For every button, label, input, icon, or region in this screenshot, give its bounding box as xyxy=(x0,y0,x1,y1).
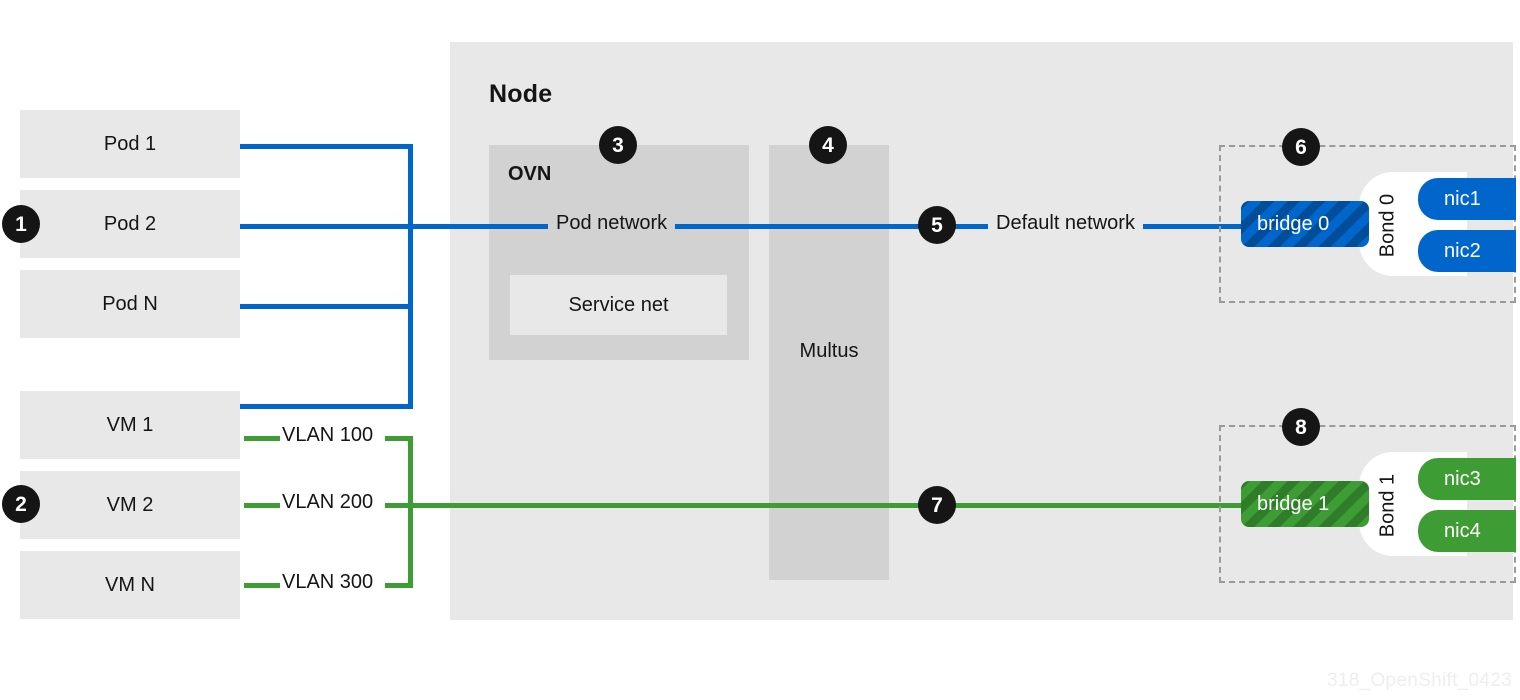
vlan-label-200: VLAN 200 xyxy=(282,491,374,514)
badge-7[interactable]: 7 xyxy=(918,486,956,524)
bridge-0[interactable]: bridge 0 xyxy=(1241,201,1369,247)
workload-box-vm-1: VM 1 xyxy=(20,391,240,459)
pod-network-main-line xyxy=(240,224,1260,229)
nic4-label: nic4 xyxy=(1444,519,1481,542)
default-network-label: Default network xyxy=(988,212,1143,235)
vlan-join-300 xyxy=(385,583,413,588)
badge-5[interactable]: 5 xyxy=(918,206,956,244)
bond-0-label: Bond 0 xyxy=(1376,193,1399,258)
bond-1-group xyxy=(1219,425,1516,583)
vlan-label-100: VLAN 100 xyxy=(282,424,374,447)
badge-2[interactable]: 2 xyxy=(2,485,40,523)
nic3[interactable]: nic3 xyxy=(1418,458,1516,500)
nic1[interactable]: nic1 xyxy=(1418,178,1516,220)
vlan-stub-300 xyxy=(244,583,280,588)
service-net-label: Service net xyxy=(568,293,669,316)
bond-1-label: Bond 1 xyxy=(1376,473,1399,538)
nic2-label: nic2 xyxy=(1444,239,1481,262)
pod-network-label: Pod network xyxy=(548,212,676,235)
vlan-stub-100 xyxy=(244,436,280,441)
nic4[interactable]: nic4 xyxy=(1418,510,1516,552)
workload-box-vm-2: VM 2 xyxy=(20,471,240,539)
badge-3[interactable]: 3 xyxy=(599,126,637,164)
badge-4[interactable]: 4 xyxy=(809,126,847,164)
bridge-1-label: bridge 1 xyxy=(1257,492,1330,515)
service-net-box xyxy=(510,275,727,335)
vlan-stub-200 xyxy=(244,503,280,508)
multus-label: Multus xyxy=(799,340,859,362)
nic3-label: nic3 xyxy=(1444,467,1481,490)
vlan-label-300: VLAN 300 xyxy=(282,571,374,594)
workload-box-pod-2: Pod 2 xyxy=(20,190,240,258)
pod-network-trunk xyxy=(408,144,413,409)
bridge-0-label: bridge 0 xyxy=(1257,212,1330,235)
pod-network-line-pod-n xyxy=(240,304,413,309)
workload-box-pod-n: Pod N xyxy=(20,270,240,338)
vlan-trunk xyxy=(408,436,413,588)
nic2[interactable]: nic2 xyxy=(1418,230,1516,272)
vlan-main-line xyxy=(385,503,1260,508)
watermark: 318_OpenShift_0423 xyxy=(1327,670,1512,691)
ovn-title: OVN xyxy=(508,163,552,185)
badge-8[interactable]: 8 xyxy=(1282,408,1320,446)
pod-network-line-pod-1 xyxy=(240,144,413,149)
workload-box-pod-1: Pod 1 xyxy=(20,110,240,178)
nic1-label: nic1 xyxy=(1444,187,1481,210)
badge-6[interactable]: 6 xyxy=(1282,128,1320,166)
vlan-join-100 xyxy=(385,436,413,441)
bond-0-group xyxy=(1219,145,1516,303)
workload-box-vm-n: VM N xyxy=(20,551,240,619)
pod-network-line-vm-1 xyxy=(240,404,413,409)
bridge-1[interactable]: bridge 1 xyxy=(1241,481,1369,527)
node-title: Node xyxy=(489,80,553,108)
badge-1[interactable]: 1 xyxy=(2,205,40,243)
